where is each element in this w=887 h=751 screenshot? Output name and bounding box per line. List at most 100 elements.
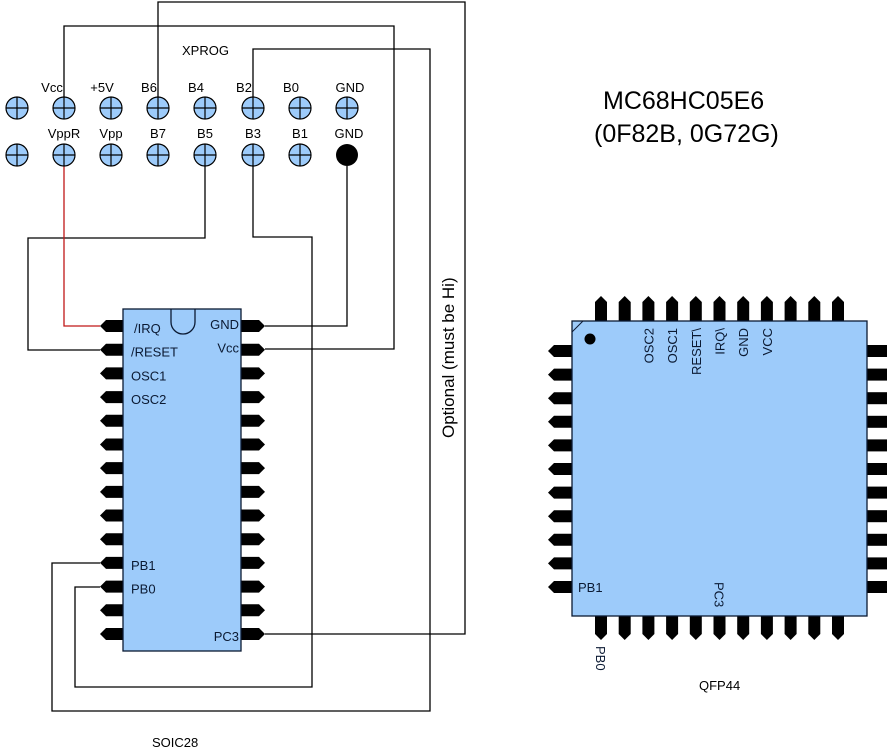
wire-gnd	[265, 166, 348, 327]
qfp-pin-bottom	[760, 616, 773, 640]
soic-pin-label: PB1	[131, 558, 156, 573]
wire-vcc	[63, 25, 395, 350]
qfp-pin-top	[832, 296, 844, 321]
qfp-pin-top	[618, 296, 631, 321]
qfp-pin-right	[867, 581, 887, 593]
soic-pin-left	[100, 533, 123, 546]
soic-notch-icon	[170, 309, 196, 335]
qfp-pin-bottom	[689, 616, 702, 640]
connector-pin: Vpp	[99, 126, 123, 167]
pad-label: Vcc	[41, 80, 63, 95]
qfp-pin-left	[548, 581, 572, 593]
pad-label: VppR	[48, 126, 81, 141]
connector-pin: B3	[241, 126, 265, 167]
qfp-pin-label: RESET\	[689, 328, 704, 375]
soic-pin-label: PC3	[214, 629, 239, 644]
qfp-pin-top	[666, 296, 679, 321]
pad-label: B1	[292, 126, 308, 141]
connector-name: XPROG	[182, 43, 229, 58]
qfp-pin-bottom	[737, 616, 750, 640]
soic-pin-left	[100, 485, 123, 498]
pad-label: B0	[283, 80, 299, 95]
pin1-dot-icon	[584, 333, 596, 345]
qfp-pin-left	[548, 439, 572, 452]
soic-pin-left	[100, 391, 123, 404]
soic-pin-label: OSC1	[131, 368, 166, 383]
qfp-pins	[548, 296, 887, 640]
qfp-pin-label: VCC	[760, 328, 775, 355]
qfp-pin-left	[548, 486, 572, 499]
soic-pin-label: OSC2	[131, 392, 166, 407]
pad-label: GND	[336, 80, 365, 95]
soic-pin-right	[241, 462, 265, 475]
soic-pin-right	[241, 320, 265, 332]
connector-pin: B0	[283, 80, 312, 120]
soic-pin-label: /IRQ	[134, 321, 161, 336]
wire-b2-pb1	[51, 48, 431, 712]
qfp-pin-bottom	[642, 616, 655, 640]
qfp-pin-bottom	[713, 616, 726, 640]
qfp-pin-left	[548, 415, 572, 428]
soic-pin-left	[100, 414, 123, 427]
soic-pins-left	[100, 320, 123, 640]
wires	[27, 1, 466, 712]
soic-pin-right	[241, 533, 265, 546]
qfp-pin-right	[867, 533, 887, 546]
soic-pin-left	[100, 556, 123, 569]
qfp-pin-left	[548, 510, 572, 523]
pad-label: GND	[335, 126, 364, 141]
soic-package-label: SOIC28	[152, 735, 198, 750]
soic-pin-right	[241, 628, 265, 640]
qfp-pin-top	[737, 296, 750, 321]
gnd-pad-icon	[336, 144, 358, 166]
soic-pins-right	[241, 320, 265, 640]
soic-body	[122, 308, 242, 652]
wire-vppr-irq	[63, 166, 100, 327]
soic-pin-left	[100, 343, 123, 356]
chip-title-line2: (0F82B, 0G72G)	[594, 120, 779, 148]
qfp-pin-right	[867, 392, 887, 405]
connector-pin: B1	[288, 126, 312, 167]
soic-pin-left	[100, 367, 123, 380]
connector-pin: B5	[193, 126, 217, 167]
soic-pin-left	[100, 438, 123, 451]
soic-pin-label: /RESET	[131, 345, 178, 360]
qfp-pin-left	[548, 533, 572, 546]
connector-pin: B2	[236, 80, 265, 120]
soic-pin-left	[100, 580, 123, 593]
qfp-pin-bottom	[595, 616, 607, 640]
soic-pin-right	[241, 509, 265, 522]
qfp-pin-top	[689, 296, 702, 321]
soic-pin-right	[241, 438, 265, 451]
soic-pin-left	[100, 462, 123, 475]
connector-pin: Vcc	[41, 80, 76, 120]
connector-pin	[5, 143, 29, 167]
pad-label: +5V	[90, 80, 114, 95]
qfp-pin-top	[808, 296, 821, 321]
soic-pin-label: Vcc	[217, 341, 239, 356]
pad-label: B5	[197, 126, 213, 141]
pad-label: B4	[188, 80, 204, 95]
qfp-pin-top	[760, 296, 773, 321]
qfp-pin-label: PB0	[593, 646, 608, 671]
soic-pin-left	[100, 628, 123, 640]
pad-label: B3	[245, 126, 261, 141]
soic-pin-right	[241, 367, 265, 380]
pad-label: B2	[236, 80, 252, 95]
qfp-corner-mark	[571, 320, 584, 333]
qfp-pin-bottom	[618, 616, 631, 640]
qfp-pin-top	[642, 296, 655, 321]
pad-label: Vpp	[99, 126, 122, 141]
qfp-pin-label: PB1	[578, 580, 603, 595]
soic-pin-left	[100, 604, 123, 617]
pad-label: B6	[141, 80, 157, 95]
qfp-pin-right	[867, 345, 887, 357]
qfp-package-label: QFP44	[699, 678, 740, 693]
soic-pin-right	[241, 556, 265, 569]
